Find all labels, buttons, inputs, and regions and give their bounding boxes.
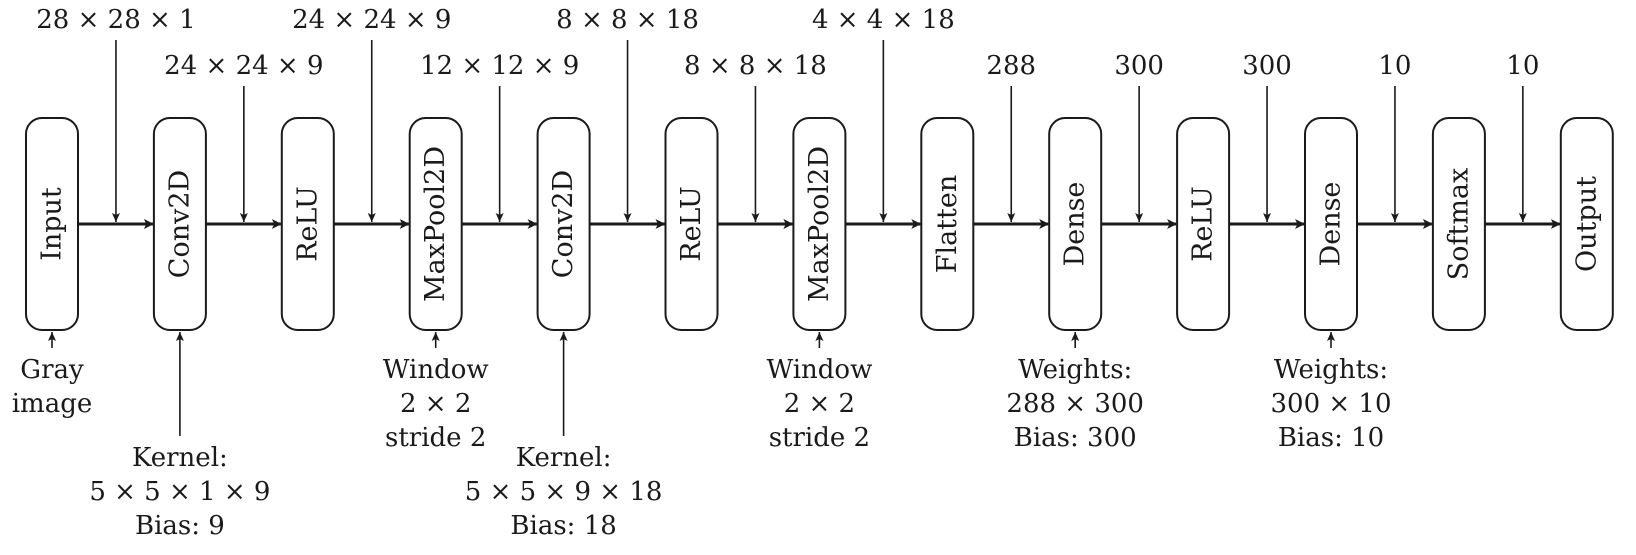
layer-relu-1: ReLU bbox=[280, 117, 335, 331]
layer-box bbox=[408, 117, 463, 331]
layer-label: MaxPool2D bbox=[420, 146, 451, 302]
tensor-shape-arrows bbox=[111, 40, 1527, 222]
layer-label: Input bbox=[37, 187, 68, 261]
layer-label: Softmax bbox=[1443, 168, 1474, 281]
note-line: Gray bbox=[20, 355, 84, 385]
tensor-shape-label: 28 × 28 × 1 bbox=[36, 5, 195, 35]
note-line: Bias: 9 bbox=[135, 511, 225, 541]
layer-box bbox=[280, 117, 335, 331]
layer-label: ReLU bbox=[292, 186, 323, 262]
layer-label: MaxPool2D bbox=[804, 146, 835, 302]
layer-label: Dense bbox=[1316, 182, 1347, 267]
layer-note-input: Gray image bbox=[12, 355, 93, 419]
tensor-shape-label: 12 × 12 × 9 bbox=[420, 51, 579, 81]
layer-flatten: Flatten bbox=[920, 117, 975, 331]
layer-note-maxpool-2: Window 2 × 2 stride 2 bbox=[766, 355, 872, 453]
tensor-shape-label: 300 bbox=[1242, 51, 1292, 81]
layer-label: Conv2D bbox=[548, 170, 579, 278]
layer-label: Dense bbox=[1060, 182, 1091, 267]
layer-label: ReLU bbox=[1188, 186, 1219, 262]
layer-conv2d-1: Conv2D bbox=[152, 117, 207, 331]
layer-note-dense-2: Weights: 300 × 10 Bias: 10 bbox=[1270, 355, 1391, 453]
note-line: Bias: 300 bbox=[1014, 423, 1137, 453]
tensor-shape-label: 10 bbox=[1506, 51, 1539, 81]
layer-note-maxpool-1: Window 2 × 2 stride 2 bbox=[383, 355, 489, 453]
note-line: stride 2 bbox=[769, 423, 870, 453]
tensor-shape-label: 24 × 24 × 9 bbox=[164, 51, 323, 81]
layer-label: ReLU bbox=[676, 186, 707, 262]
layer-box bbox=[920, 117, 975, 331]
tensor-shape-label: 300 bbox=[1114, 51, 1164, 81]
tensor-shape-labels: 28 × 28 × 1 24 × 24 × 9 24 × 24 × 9 12 × 12… bbox=[36, 5, 1539, 81]
layer-input: Input bbox=[25, 117, 79, 331]
layer-output: Output bbox=[1559, 117, 1614, 331]
layer-box bbox=[25, 117, 79, 331]
layer-box bbox=[536, 117, 591, 331]
layer-label: Output bbox=[1571, 176, 1602, 272]
tensor-shape-label: 10 bbox=[1378, 51, 1411, 81]
layer-note-conv2d-1: Kernel: 5 × 5 × 1 × 9 Bias: 9 bbox=[89, 443, 270, 541]
layer-note-arrows bbox=[48, 332, 1335, 436]
tensor-shape-label: 24 × 24 × 9 bbox=[292, 5, 451, 35]
layer-note-conv2d-2: Kernel: 5 × 5 × 9 × 18 Bias: 18 bbox=[465, 443, 663, 541]
layer-box bbox=[152, 117, 207, 331]
layer-box bbox=[1431, 117, 1486, 331]
layer-box bbox=[792, 117, 847, 331]
layer-maxpool-2: MaxPool2D bbox=[792, 117, 847, 331]
layer-box bbox=[664, 117, 719, 331]
layer-box bbox=[1176, 117, 1231, 331]
tensor-shape-label: 8 × 8 × 18 bbox=[556, 5, 699, 35]
note-line: Bias: 18 bbox=[510, 511, 616, 541]
note-line: image bbox=[12, 389, 93, 419]
note-line: 2 × 2 bbox=[400, 389, 471, 419]
layer-box bbox=[1559, 117, 1614, 331]
layer-label: Flatten bbox=[932, 175, 963, 274]
note-line: 300 × 10 bbox=[1270, 389, 1391, 419]
layer-relu-2: ReLU bbox=[664, 117, 719, 331]
layer-box bbox=[1048, 117, 1103, 331]
note-line: Bias: 10 bbox=[1278, 423, 1384, 453]
layer-dense-2: Dense bbox=[1304, 117, 1358, 331]
layer-dense-1: Dense bbox=[1048, 117, 1103, 331]
layer-boxes: Input Conv2D ReLU MaxPool2D Conv2D ReLU MaxPoo… bbox=[25, 117, 1614, 331]
layer-relu-3: ReLU bbox=[1176, 117, 1231, 331]
note-line: 5 × 5 × 9 × 18 bbox=[465, 477, 663, 507]
note-line: Window bbox=[383, 355, 489, 385]
layer-label: Conv2D bbox=[164, 170, 195, 278]
note-line: 5 × 5 × 1 × 9 bbox=[89, 477, 270, 507]
note-line: 288 × 300 bbox=[1006, 389, 1144, 419]
note-line: Weights: bbox=[1018, 355, 1132, 385]
layer-box bbox=[1304, 117, 1358, 331]
tensor-shape-label: 8 × 8 × 18 bbox=[684, 51, 827, 81]
note-line: Window bbox=[766, 355, 872, 385]
tensor-shape-label: 288 bbox=[986, 51, 1036, 81]
layer-conv2d-2: Conv2D bbox=[536, 117, 591, 331]
note-line: Kernel: bbox=[516, 443, 612, 473]
note-line: Weights: bbox=[1274, 355, 1388, 385]
layer-maxpool-1: MaxPool2D bbox=[408, 117, 463, 331]
note-line: 2 × 2 bbox=[784, 389, 855, 419]
layer-softmax: Softmax bbox=[1431, 117, 1486, 331]
note-line: stride 2 bbox=[385, 423, 486, 453]
tensor-shape-label: 4 × 4 × 18 bbox=[812, 5, 955, 35]
note-line: Kernel: bbox=[132, 443, 228, 473]
